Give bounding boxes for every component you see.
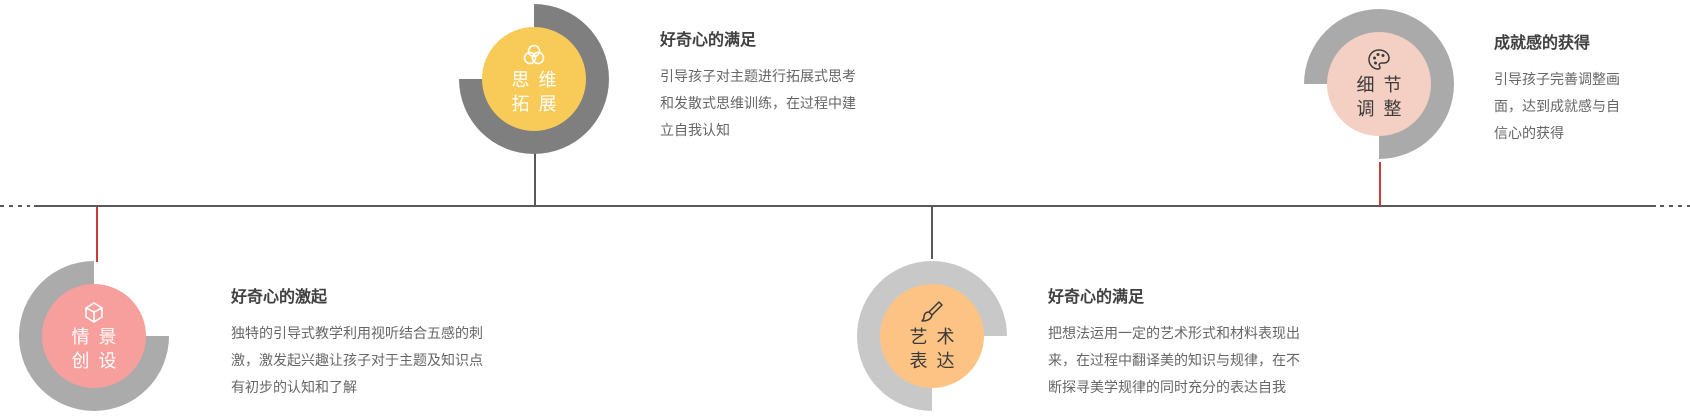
step-description: 把想法运用一定的艺术形式和材料表现出 来，在过程中翻译美的知识与规律，在不 断探… <box>1048 321 1348 402</box>
description-line: 激，激发起兴趣让孩子对于主题及知识点 <box>231 353 483 369</box>
node-core: 艺术 表达 <box>880 284 984 388</box>
step-title: 成就感的获得 <box>1494 33 1591 52</box>
node-label-line1: 细节 <box>1356 74 1411 96</box>
description-line: 有初步的认知和了解 <box>231 380 357 396</box>
overlapping-circles-icon <box>523 44 545 64</box>
node-core: 思维 拓展 <box>482 27 586 131</box>
node-label-line2: 表达 <box>909 350 964 372</box>
palette-icon <box>1368 48 1390 70</box>
step-description: 引导孩子完善调整画 面，达到成就感与自 信心的获得 <box>1494 67 1664 148</box>
axis-dots-right <box>1660 205 1690 207</box>
description-line: 信心的获得 <box>1494 126 1564 142</box>
node-label-line1: 情景 <box>71 326 126 348</box>
text-block-thinking: 好奇心的满足 引导孩子对主题进行拓展式思考 和发散式思维训练，在过程中建 立自我… <box>660 26 900 145</box>
step-title: 好奇心的满足 <box>660 30 757 49</box>
description-line: 立自我认知 <box>660 123 730 139</box>
step-description: 引导孩子对主题进行拓展式思考 和发散式思维训练，在过程中建 立自我认知 <box>660 64 900 145</box>
text-block-art: 好奇心的满足 把想法运用一定的艺术形式和材料表现出 来，在过程中翻译美的知识与规… <box>1048 283 1348 402</box>
node-label-line1: 思维 <box>511 69 566 91</box>
text-block-scene: 好奇心的激起 独特的引导式教学利用视听结合五感的刺 激，激发起兴趣让孩子对于主题… <box>231 283 531 402</box>
node-core: 细节 调整 <box>1327 32 1431 136</box>
description-line: 来，在过程中翻译美的知识与规律，在不 <box>1048 353 1300 369</box>
node-ring <box>459 4 609 154</box>
node-label-line2: 创设 <box>71 350 126 372</box>
stem-thinking <box>534 152 536 206</box>
node-detail: 细节 调整 <box>1302 7 1456 161</box>
axis-dots-left <box>0 205 30 207</box>
node-thinking: 思维 拓展 <box>457 2 611 156</box>
stem-scene <box>96 207 98 262</box>
node-label-line2: 拓展 <box>511 93 566 115</box>
step-title: 好奇心的满足 <box>1048 287 1145 306</box>
description-line: 面，达到成就感与自 <box>1494 99 1620 115</box>
node-label-line1: 艺术 <box>909 326 964 348</box>
text-block-detail: 成就感的获得 引导孩子完善调整画 面，达到成就感与自 信心的获得 <box>1494 29 1664 148</box>
description-line: 断探寻美学规律的同时充分的表达自我 <box>1048 380 1286 396</box>
node-art: 艺术 表达 <box>855 259 1009 413</box>
stem-detail <box>1379 162 1381 206</box>
node-scene: 情景 创设 <box>17 259 171 413</box>
description-line: 和发散式思维训练，在过程中建 <box>660 96 856 112</box>
step-title: 好奇心的激起 <box>231 287 328 306</box>
node-label-line2: 调整 <box>1356 98 1411 120</box>
timeline-axis <box>34 205 1656 207</box>
paintbrush-icon <box>921 300 943 322</box>
cube-icon <box>85 301 103 323</box>
node-core: 情景 创设 <box>42 284 146 388</box>
step-description: 独特的引导式教学利用视听结合五感的刺 激，激发起兴趣让孩子对于主题及知识点 有初… <box>231 321 531 402</box>
description-line: 引导孩子完善调整画 <box>1494 72 1620 88</box>
description-line: 独特的引导式教学利用视听结合五感的刺 <box>231 326 483 342</box>
description-line: 引导孩子对主题进行拓展式思考 <box>660 69 856 85</box>
description-line: 把想法运用一定的艺术形式和材料表现出 <box>1048 326 1300 342</box>
stem-art <box>931 207 933 259</box>
